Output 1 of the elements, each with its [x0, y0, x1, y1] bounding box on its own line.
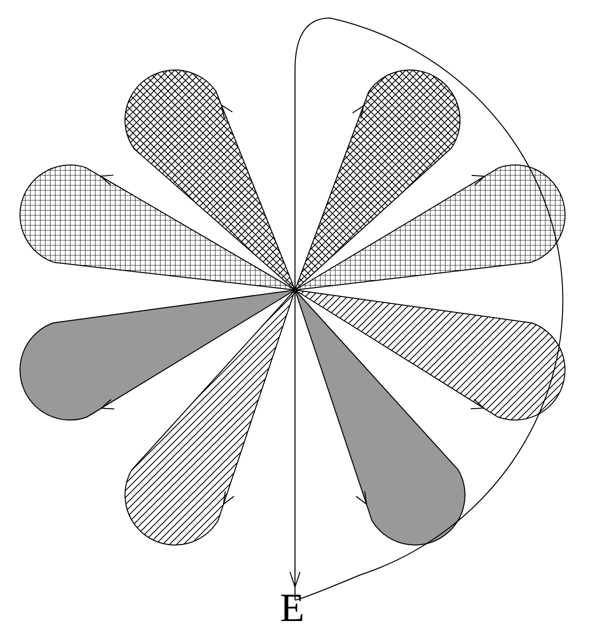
axis-label: E: [280, 588, 304, 628]
